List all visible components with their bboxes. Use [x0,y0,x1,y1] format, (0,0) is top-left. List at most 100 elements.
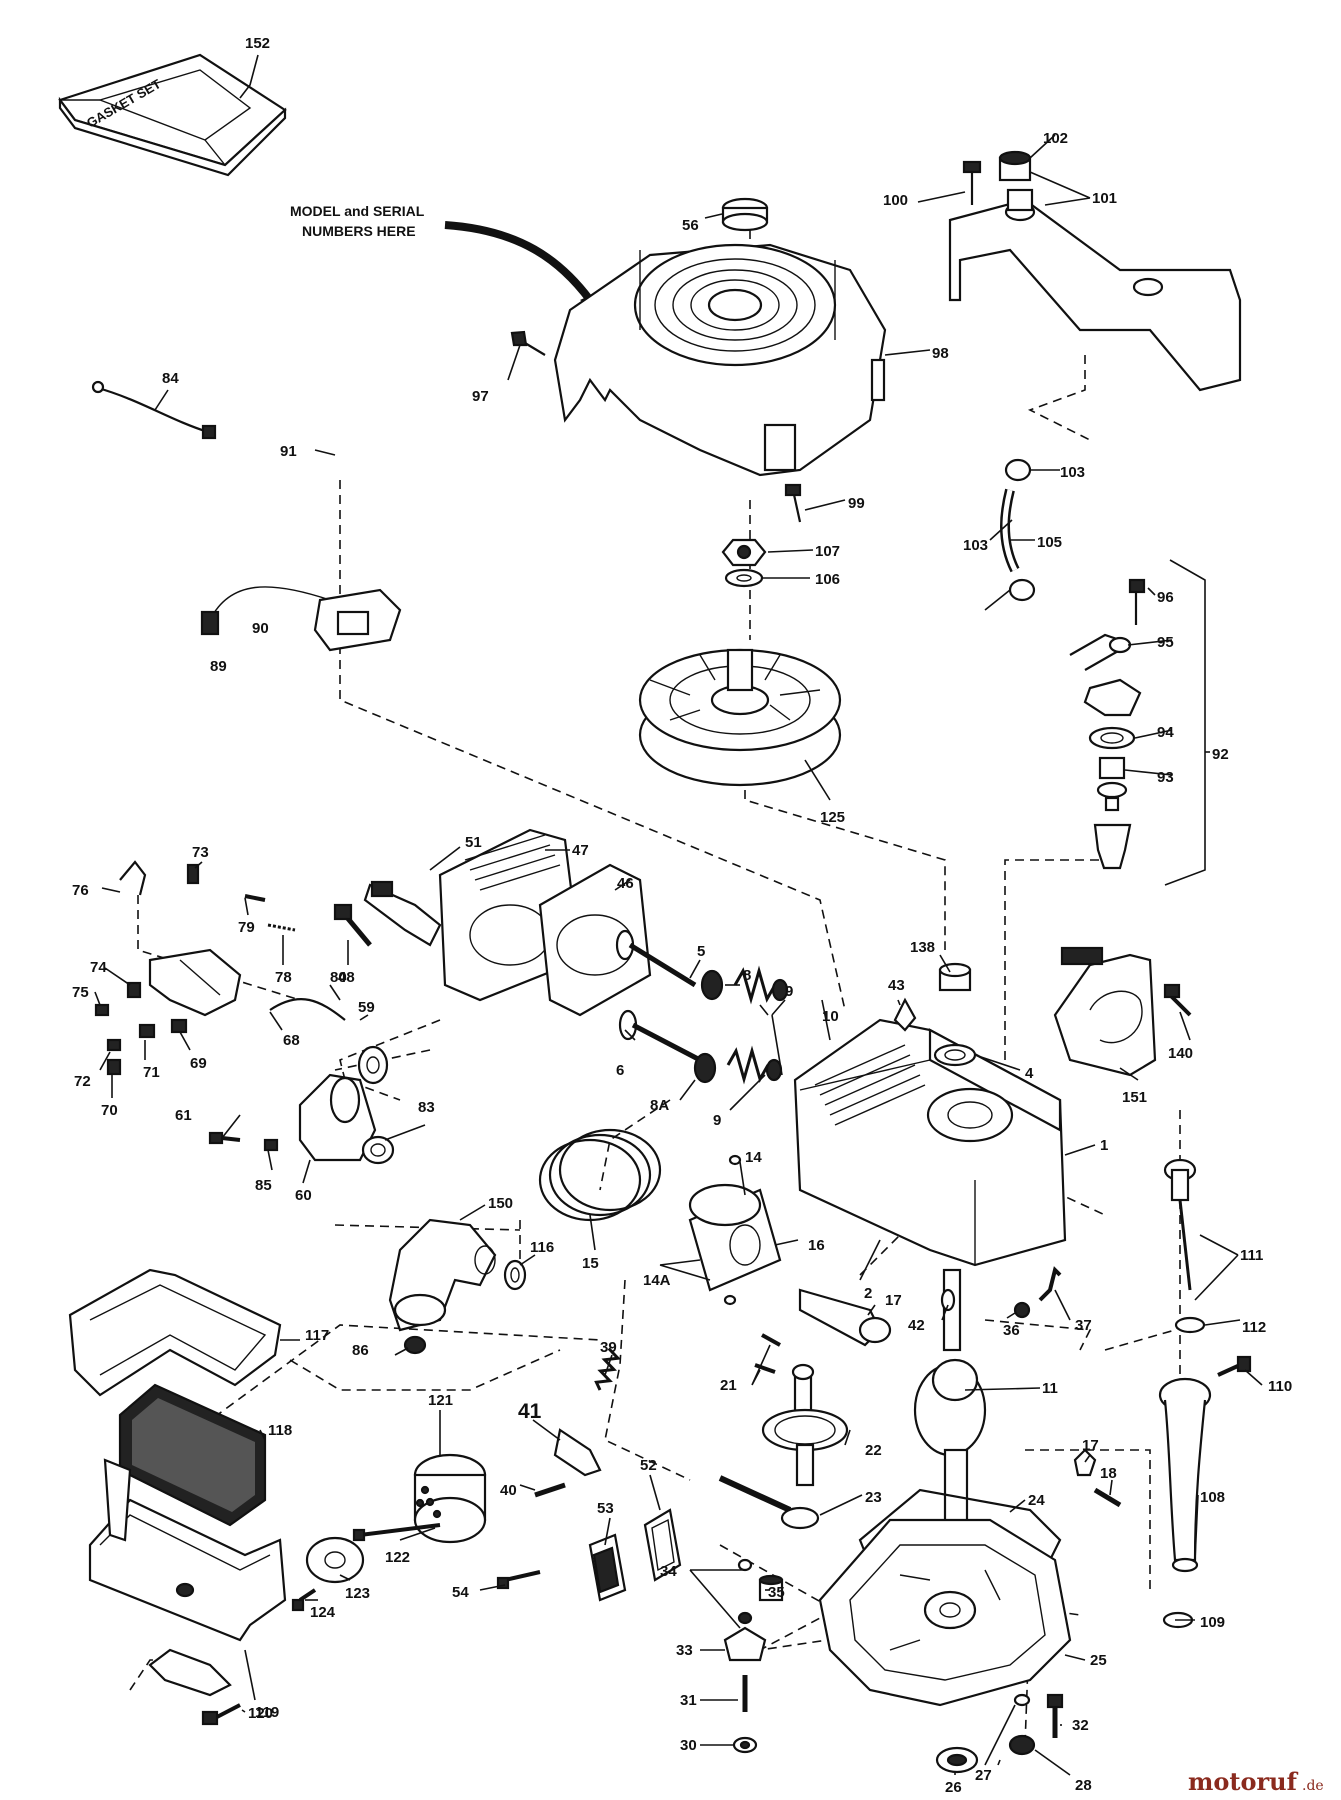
label-34: 34 [660,1563,677,1580]
label-75: 75 [72,984,89,1001]
label-24: 24 [1028,1492,1045,1509]
label-74: 74 [90,959,107,976]
label-99: 99 [848,495,865,512]
label-21: 21 [720,1377,737,1394]
carb-gasket-116 [503,1259,527,1291]
label-94: 94 [1157,724,1174,741]
watermark-main: motoruf [1188,1767,1299,1796]
breather-gasket [643,1508,682,1582]
breather-cover [588,1533,627,1602]
carb-bowl-nut-86 [403,1335,427,1355]
valve-springs [693,965,789,1085]
dipstick-tube [1158,1377,1212,1573]
label-48: 48 [338,969,355,986]
screw-122 [352,1523,441,1542]
label-151: 151 [1122,1089,1147,1106]
label-41: 41 [518,1400,542,1423]
carburetor [388,1218,497,1332]
label-8: 8 [743,967,751,984]
label-52: 52 [640,1457,657,1474]
muffler-gasket-59 [357,1045,389,1085]
piston [688,1183,782,1292]
part-labels: 152 56 102 101 100 98 97 84 91 99 107 10… [72,35,1292,1796]
label-103-upper: 103 [1060,464,1085,481]
label-84: 84 [162,370,179,387]
key-43 [893,997,917,1032]
label-101: 101 [1092,190,1117,207]
screw-99 [784,483,802,523]
label-121: 121 [428,1392,453,1409]
model-serial-note: MODEL and SERIAL NUMBERS HERE [290,203,602,315]
label-40: 40 [500,1482,517,1499]
label-102: 102 [1043,130,1068,147]
label-122: 122 [385,1549,410,1566]
label-109: 109 [1200,1614,1225,1631]
starter-cup [413,1453,487,1544]
model-note-line1: MODEL and SERIAL [290,203,425,219]
screw-140 [1163,983,1192,1017]
label-96: 96 [1157,589,1174,606]
fuel-tank [948,188,1242,392]
label-10: 10 [822,1008,839,1025]
label-69: 69 [190,1055,207,1072]
label-46: 46 [617,875,634,892]
label-11: 11 [1042,1380,1058,1397]
small-parts-36-37-42 [940,1266,1062,1319]
label-97: 97 [472,388,489,405]
dipstick [1163,1158,1197,1291]
connecting-rod [798,1288,892,1347]
label-51: 51 [465,834,482,851]
piston-pin-clips [723,1154,742,1306]
muffler-gasket-83 [361,1135,395,1165]
label-118: 118 [268,1422,292,1439]
label-61: 61 [175,1107,192,1124]
label-119: 119 [255,1704,279,1721]
label-15: 15 [582,1255,599,1272]
governor-control-parts [94,860,346,1076]
label-95: 95 [1157,634,1174,651]
watermark: motoruf .de [1188,1767,1324,1796]
label-125: 125 [820,809,845,826]
label-30: 30 [680,1737,697,1754]
label-43: 43 [888,977,905,994]
label-54: 54 [452,1584,469,1601]
flywheel [638,648,842,787]
screw-54 [496,1570,541,1590]
label-103-lower: 103 [963,537,988,554]
label-123: 123 [345,1585,370,1602]
label-70: 70 [101,1102,118,1119]
screw-124 [291,1588,317,1612]
gasket-set-box: GASKET SET [58,53,287,177]
label-53: 53 [597,1500,614,1517]
label-2: 2 [864,1285,872,1302]
label-9-lower: 9 [713,1112,721,1129]
engine-block [793,1018,1067,1267]
label-31: 31 [680,1692,697,1709]
label-39: 39 [600,1339,617,1356]
label-86: 86 [352,1342,369,1359]
label-4: 4 [1025,1065,1034,1082]
label-22: 22 [865,1442,882,1459]
dipstick-o-ring [1174,1316,1206,1334]
governor-lever-41 [553,1428,602,1477]
label-111: 111 [1240,1247,1263,1264]
label-25: 25 [1090,1652,1107,1669]
label-106: 106 [815,571,840,588]
cam-gear [761,1363,849,1487]
label-152: 152 [245,35,270,52]
label-16: 16 [808,1237,825,1254]
label-124: 124 [310,1604,336,1621]
screw-97 [510,330,546,356]
label-83: 83 [418,1099,435,1116]
intake-valve [618,1009,702,1063]
bolt-32 [1046,1693,1064,1738]
label-90: 90 [252,620,269,637]
label-60: 60 [295,1187,312,1204]
label-91: 91 [280,443,297,460]
cap-56 [721,197,769,232]
label-17-lower: 17 [1082,1437,1099,1454]
screw-40 [534,1482,566,1498]
label-120: 120 [248,1705,273,1722]
label-47: 47 [572,842,589,859]
